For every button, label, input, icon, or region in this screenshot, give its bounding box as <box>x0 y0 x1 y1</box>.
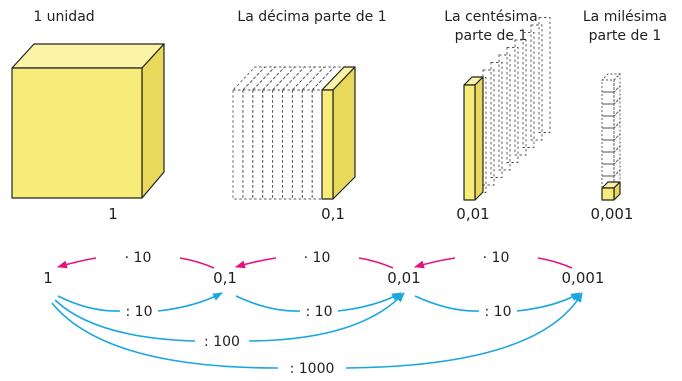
tenth-dashed-slice <box>252 89 264 200</box>
divide-arrows <box>51 292 583 369</box>
divide-1000-tail <box>51 302 279 369</box>
thousandth-value-label: 0,001 <box>591 205 634 223</box>
hundredth-dashed-rod <box>506 47 519 163</box>
chain-value-0-01: 0,01 <box>387 269 420 287</box>
hundredth-dashed-rod <box>498 54 511 171</box>
hundredth-title-line2: parte de 1 <box>455 28 528 44</box>
multiply-arrow-3 <box>414 257 456 269</box>
tenth-title: La décima parte de 1 <box>237 9 386 25</box>
thousandth-dashed-cube <box>601 127 615 141</box>
tenth-dashed-slice-top <box>271 66 306 91</box>
divide-1000-label: : 1000 <box>290 361 335 377</box>
thousandth-dashed-cube-side <box>613 108 621 130</box>
thousandth-dashed-cube <box>601 163 615 177</box>
thousandth-dashed-cube-top <box>600 73 622 81</box>
thousandth-dashed-cube-side <box>613 132 621 154</box>
tenth-slab <box>321 66 356 200</box>
chain-value-1: 1 <box>43 269 53 287</box>
divide-tail-3 <box>414 295 480 312</box>
tenth-dashed-slice-top <box>231 66 266 91</box>
multiply-arrow-2 <box>235 257 277 269</box>
tenth-dashed-slice <box>282 89 293 200</box>
multiply-label-3: · 10 <box>483 250 510 266</box>
chain-value-0-1: 0,1 <box>213 269 237 287</box>
hundredth-dashed-rod <box>522 32 535 148</box>
divide-100-arrow <box>248 292 405 342</box>
multiply-tail-1 <box>179 257 215 269</box>
divide-arrow-1 <box>157 292 223 312</box>
thousandth-dashed-cube <box>601 103 615 117</box>
divide-arrow-2 <box>337 292 402 312</box>
tenth-dashed-slice <box>232 89 244 200</box>
multiply-arrows <box>57 257 573 269</box>
hundredth-dashed-rod <box>514 39 527 156</box>
tenth-dashed-slice <box>311 89 323 200</box>
unit-cube <box>11 43 165 199</box>
thousandth-dashed-cube-side <box>613 120 621 142</box>
thousandth-rod <box>600 72 622 201</box>
conversion-chain: 1 0,1 0,01 0,001 · 10 · 10 · 10 <box>43 250 604 377</box>
tenth-dashed-slice-top <box>281 66 316 91</box>
hundredth-dashed-rod <box>538 17 551 133</box>
thousandth-dashed-cube-side <box>613 156 621 178</box>
thousandth-title-line1: La milésima <box>583 9 667 25</box>
divide-tail-1 <box>57 295 121 312</box>
tenth-dashed-slice <box>242 89 254 200</box>
multiply-label-1: · 10 <box>125 250 152 266</box>
thousandth-dashed-cube <box>601 79 615 93</box>
thousandth-dashed-cube-side <box>613 84 621 106</box>
divide-100-label: : 100 <box>204 334 240 350</box>
thousandth-dashed-cube-side <box>613 96 621 118</box>
tenth-value-label: 0,1 <box>321 205 345 223</box>
multiply-tail-2 <box>358 257 394 269</box>
tenth-dashed-slice <box>301 89 313 200</box>
tenth-dashed-slice <box>291 89 303 200</box>
thousandth-title-line2: parte de 1 <box>589 28 662 44</box>
tenth-dashed-slice-top <box>241 66 276 91</box>
tenth-dashed-slice <box>262 89 274 200</box>
tenth-cube <box>231 65 356 201</box>
hundredth-slab <box>463 17 551 201</box>
hundredth-dashed-rod <box>530 24 543 141</box>
tenth-dashed-slice-top <box>291 66 326 91</box>
thousandth-dashed-cube-side <box>613 144 621 166</box>
divide-1000-arrow <box>345 292 583 369</box>
divide-label-3: : 10 <box>485 304 512 320</box>
divide-label-2: : 10 <box>306 304 333 320</box>
divide-100-tail <box>54 299 196 342</box>
unit-value-label: 1 <box>108 205 118 223</box>
multiply-arrow-1 <box>57 257 97 269</box>
thousandth-dashed-cube <box>601 139 615 153</box>
thousandth-dashed-cube <box>601 91 615 105</box>
multiply-tail-3 <box>537 257 573 269</box>
thousandth-dashed-cube <box>601 115 615 129</box>
hundredth-title-line1: La centésima <box>444 9 538 25</box>
thousandth-cube <box>601 181 621 201</box>
tenth-dashed-slice <box>272 89 283 200</box>
hundredth-dashed-rod <box>482 69 495 186</box>
tenth-dashed-slice-top <box>261 66 296 91</box>
chain-value-0-001: 0,001 <box>562 269 605 287</box>
divide-tail-2 <box>235 295 301 312</box>
thousandth-dashed-cube <box>601 151 615 165</box>
hundredth-rod <box>463 76 484 201</box>
divide-label-1: : 10 <box>126 304 153 320</box>
hundredth-value-label: 0,01 <box>456 205 489 223</box>
hundredth-dashed-rod <box>490 62 503 178</box>
unit-title: 1 unidad <box>33 9 94 25</box>
multiply-label-2: · 10 <box>304 250 331 266</box>
tenth-dashed-slice-top <box>251 66 286 91</box>
